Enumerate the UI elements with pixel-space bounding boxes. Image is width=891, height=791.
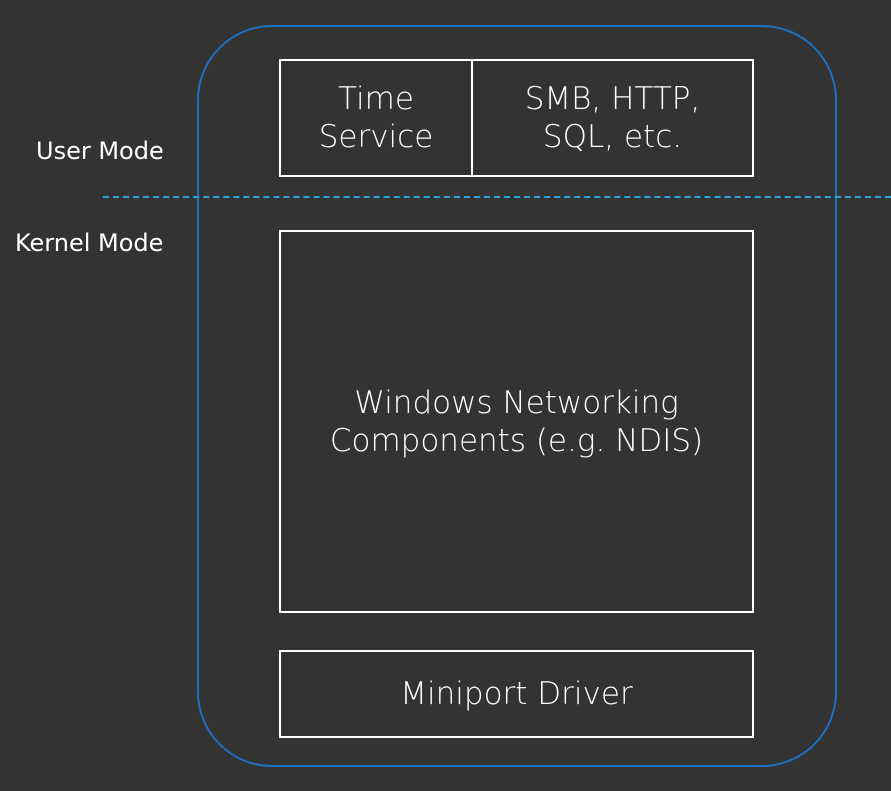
protocols-box: SMB, HTTP, SQL, etc. xyxy=(471,59,754,177)
user-mode-label: User Mode xyxy=(36,137,164,165)
networking-components-box: Windows Networking Components (e.g. NDIS… xyxy=(279,230,754,613)
time-service-line2: Service xyxy=(318,119,434,155)
miniport-driver-text: Miniport Driver xyxy=(400,675,632,713)
networking-line2: Components (e.g. NDIS) xyxy=(329,422,704,459)
protocols-line1: SMB, HTTP, xyxy=(524,81,701,117)
time-service-line1: Time xyxy=(338,81,414,117)
protocols-text: SMB, HTTP, SQL, etc. xyxy=(525,80,701,156)
protocols-line2: SQL, etc. xyxy=(542,119,683,155)
user-kernel-divider xyxy=(103,196,891,198)
miniport-line1: Miniport Driver xyxy=(400,676,633,712)
time-service-text: Time Service xyxy=(319,80,434,156)
miniport-driver-box: Miniport Driver xyxy=(279,650,754,738)
kernel-mode-label: Kernel Mode xyxy=(15,229,164,257)
os-boundary-outline xyxy=(197,25,837,767)
networking-line1: Windows Networking xyxy=(354,384,679,421)
networking-components-text: Windows Networking Components (e.g. NDIS… xyxy=(330,384,703,460)
time-service-box: Time Service xyxy=(279,59,473,177)
